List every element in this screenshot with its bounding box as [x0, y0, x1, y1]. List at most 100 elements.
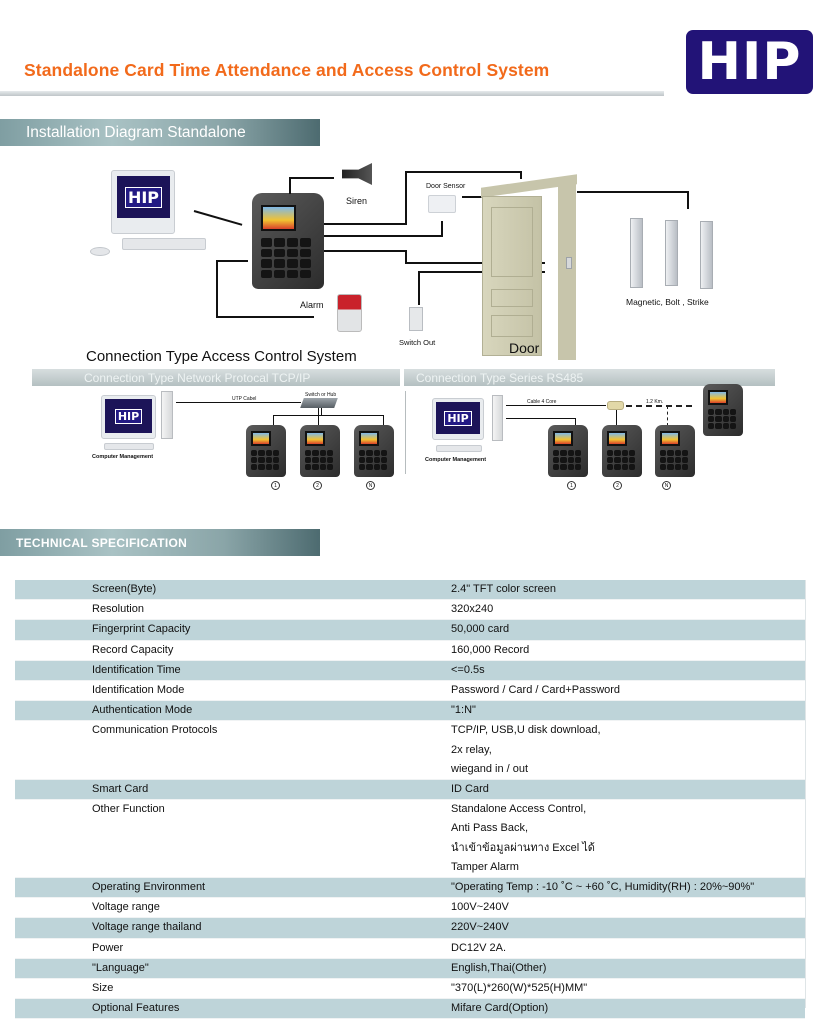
reader-device-icon [602, 425, 642, 477]
spec-row: Resolution 320x240 [15, 600, 805, 621]
spec-value-line: ID Card [451, 783, 489, 796]
spec-value-line: <=0.5s [451, 663, 485, 676]
spec-key: Other Function [92, 803, 165, 816]
mouse-icon [90, 247, 110, 256]
spec-value: <=0.5s [358, 661, 805, 680]
spec-key: Size [92, 982, 114, 995]
spec-row: Optional Features Mifare Card(Option) [15, 999, 805, 1020]
connection-title: Connection Type Access Control System [86, 348, 357, 365]
spec-value-line: 320x240 [451, 603, 494, 616]
spec-key: Voltage range [92, 901, 160, 914]
keyboard-icon [436, 445, 482, 452]
spec-value: "1:N" [358, 701, 805, 720]
utp-cable-label: UTP Cabel [232, 396, 257, 402]
spec-row: Fingerprint Capacity 50,000 card [15, 620, 805, 641]
spec-value-line: 2x relay, [451, 743, 492, 756]
magnetic-lock-icon [630, 218, 643, 288]
spec-key: Record Capacity [92, 643, 174, 656]
reader-device-icon [548, 425, 588, 477]
spec-key: Identification Time [92, 663, 181, 676]
door-icon [482, 196, 542, 356]
spec-value: 2.4" TFT color screen [358, 580, 805, 599]
spec-value-line: Tamper Alarm [451, 860, 519, 873]
spec-value: 220V~240V [358, 918, 805, 937]
spec-row: Operating Environment "Operating Temp : -… [15, 878, 805, 899]
switch-hub-icon [300, 398, 338, 408]
spec-key: Operating Environment [92, 881, 206, 894]
spec-key: Identification Mode [92, 684, 185, 697]
spec-row: Identification Mode Password / Card / Car… [15, 681, 805, 702]
spec-value-line: 2.4" TFT color screen [451, 583, 556, 595]
computer-management-label: Computer Management [92, 454, 154, 460]
spec-key: Power [92, 941, 124, 954]
spec-key: Resolution [92, 603, 144, 616]
spec-value: "Operating Temp : -10 ˚C ~ +60 ˚C, Humid… [358, 878, 805, 897]
spec-row: Size "370(L)*260(W)*525(H)MM" [15, 979, 805, 1000]
reader-device-icon [246, 425, 286, 477]
spec-value: ID Card [358, 780, 805, 799]
door-sensor-icon [428, 195, 456, 213]
siren-label: Siren [346, 196, 368, 206]
spec-value: Standalone Access Control, Anti Pass Back… [358, 800, 805, 877]
alarm-icon [337, 294, 362, 332]
access-control-reader-icon [252, 193, 324, 289]
distance-label: 1.2 Km. [646, 399, 664, 405]
spec-row: Other Function Standalone Access Control,… [15, 800, 805, 879]
locks-label: Magnetic, Bolt , Strike [626, 297, 709, 307]
device-number-n: N [366, 481, 375, 490]
spec-value-line: Mifare Card(Option) [451, 1002, 549, 1015]
spec-row: Smart Card ID Card [15, 780, 805, 801]
pc-screen-logo: HIP [114, 408, 143, 424]
spec-key: Fingerprint Capacity [92, 623, 191, 636]
spec-value-line: "1:N" [451, 704, 476, 717]
spec-key: Screen(Byte) [92, 583, 157, 595]
spec-value: 100V~240V [358, 898, 805, 917]
spec-value: 50,000 card [358, 620, 805, 639]
spec-row: Voltage range 100V~240V [15, 898, 805, 919]
reader-device-icon [703, 384, 743, 436]
spec-value-line: Standalone Access Control, [451, 803, 587, 816]
spec-value: English,Thai(Other) [358, 959, 805, 978]
spec-value: DC12V 2A. [358, 939, 805, 958]
hip-logo-text: HIP [697, 32, 802, 92]
device-number-1: 1 [271, 481, 280, 490]
spec-key: Authentication Mode [92, 704, 193, 717]
cable-4-core-label: Cable 4 Core [527, 399, 557, 405]
pc-tower-icon [492, 395, 503, 441]
spec-row: Authentication Mode "1:N" [15, 701, 805, 722]
computer-monitor-icon: HIP [111, 170, 175, 234]
spec-key: Smart Card [92, 783, 149, 796]
pc-screen-logo: HIP [444, 410, 472, 426]
spec-key: "Language" [92, 961, 149, 974]
rs485-banner: Connection Type Series RS485 [404, 369, 775, 386]
spec-value: Mifare Card(Option) [358, 999, 805, 1018]
reader-device-icon [300, 425, 340, 477]
door-sensor-label: Door Sensor [426, 183, 466, 190]
device-number-2: 2 [313, 481, 322, 490]
spec-value-line: Anti Pass Back, [451, 822, 529, 835]
keyboard-icon [122, 238, 206, 250]
strike-lock-icon [700, 221, 713, 289]
reader-device-icon [354, 425, 394, 477]
spec-value-line: 160,000 Record [451, 643, 530, 656]
door-label: Door [509, 340, 540, 356]
spec-value: TCP/IP, USB,U disk download,2x relay,wie… [358, 721, 805, 779]
spec-value: "370(L)*260(W)*525(H)MM" [358, 979, 805, 998]
title-divider [0, 91, 664, 96]
bolt-lock-icon [665, 220, 678, 286]
computer-monitor-icon: HIP [432, 398, 484, 440]
spec-value-line: นำเข้าข้อมูลผ่านทาง Excel ได้ [451, 841, 595, 854]
spec-value: Password / Card / Card+Password [358, 681, 805, 700]
keyboard-icon [104, 443, 154, 450]
spec-value-line: "370(L)*260(W)*525(H)MM" [451, 982, 588, 995]
spec-key: Optional Features [92, 1002, 180, 1015]
computer-monitor-icon: HIP [101, 395, 156, 439]
spec-value-line: English,Thai(Other) [451, 961, 547, 974]
device-number-1: 1 [567, 481, 576, 490]
pc-tower-icon [161, 391, 173, 439]
page-title: Standalone Card Time Attendance and Acce… [24, 60, 550, 80]
spec-value: 320x240 [358, 600, 805, 619]
